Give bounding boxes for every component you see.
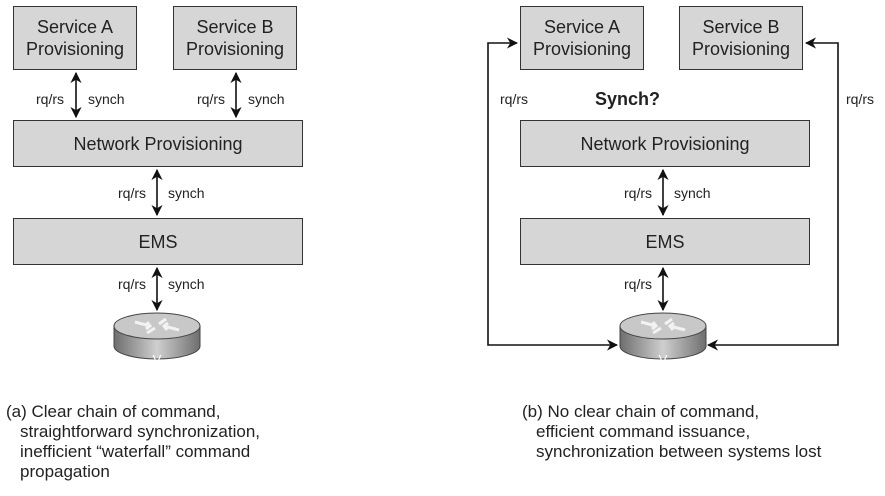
service-a-provisioning-box: Service A Provisioning <box>13 6 137 70</box>
synch-label: synch <box>168 185 205 201</box>
caption-line: propagation <box>20 462 110 481</box>
caption-line: inefficient “waterfall” command <box>20 442 251 461</box>
caption-line: (b) No clear chain of command, <box>522 402 760 421</box>
service-b-sublabel: Provisioning <box>185 39 285 59</box>
router-icon: V <box>619 312 707 367</box>
synch-label: synch <box>168 276 205 292</box>
synch-label: synch <box>674 185 711 201</box>
arrow-b-loop-right <box>706 37 839 351</box>
synch-label: synch <box>248 91 285 107</box>
rqrs-label: rq/rs <box>846 91 874 107</box>
arrow-b-loop-left <box>487 37 619 351</box>
network-provisioning-label: Network Provisioning <box>73 133 243 154</box>
caption-line: straightforward synchronization, <box>20 422 261 441</box>
service-b-label: Service B <box>702 17 780 37</box>
rqrs-label: rq/rs <box>624 276 652 292</box>
service-a-label: Service A <box>36 17 114 37</box>
router-label: V <box>153 352 162 367</box>
caption-line: efficient command issuance, <box>536 422 751 441</box>
service-b-provisioning-box: Service B Provisioning <box>173 6 297 70</box>
synch-label: synch <box>88 91 125 107</box>
service-b-label: Service B <box>196 17 274 37</box>
rqrs-label: rq/rs <box>118 185 146 201</box>
caption-b: (b) No clear chain of command, efficient… <box>522 402 882 462</box>
rqrs-label: rq/rs <box>624 185 652 201</box>
rqrs-label: rq/rs <box>36 91 64 107</box>
caption-line: (a) Clear chain of command, <box>6 402 221 421</box>
caption-a: (a) Clear chain of command, straightforw… <box>6 402 406 482</box>
rqrs-label: rq/rs <box>118 276 146 292</box>
ems-label: EMS <box>645 231 685 252</box>
ems-label: EMS <box>138 231 178 252</box>
rqrs-label: rq/rs <box>197 91 225 107</box>
network-provisioning-box: Network Provisioning <box>13 120 303 167</box>
router-icon: V <box>113 312 201 367</box>
service-a-sublabel: Provisioning <box>25 39 125 59</box>
service-a-label: Service A <box>543 17 621 37</box>
caption-line: synchronization between systems lost <box>536 442 822 461</box>
ems-box: EMS <box>13 218 303 265</box>
router-label: V <box>659 352 668 367</box>
